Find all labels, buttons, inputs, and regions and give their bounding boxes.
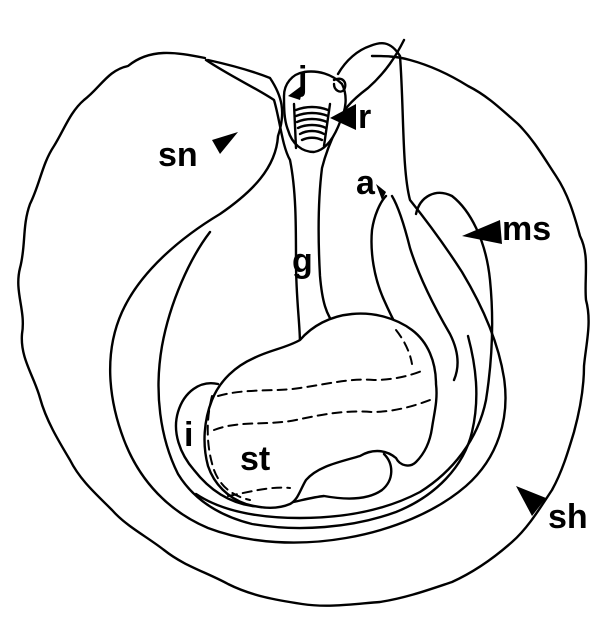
arrow-sn	[212, 132, 238, 154]
label-sh: sh	[548, 498, 588, 536]
label-i: i	[184, 416, 193, 454]
arrow-sh	[516, 486, 546, 516]
label-g: g	[292, 242, 313, 280]
label-j: j	[297, 60, 307, 98]
label-a: a	[356, 164, 376, 202]
label-r: r	[358, 98, 371, 136]
label-ms: ms	[502, 210, 551, 248]
label-st: st	[240, 440, 270, 478]
label-sn: sn	[158, 136, 198, 174]
